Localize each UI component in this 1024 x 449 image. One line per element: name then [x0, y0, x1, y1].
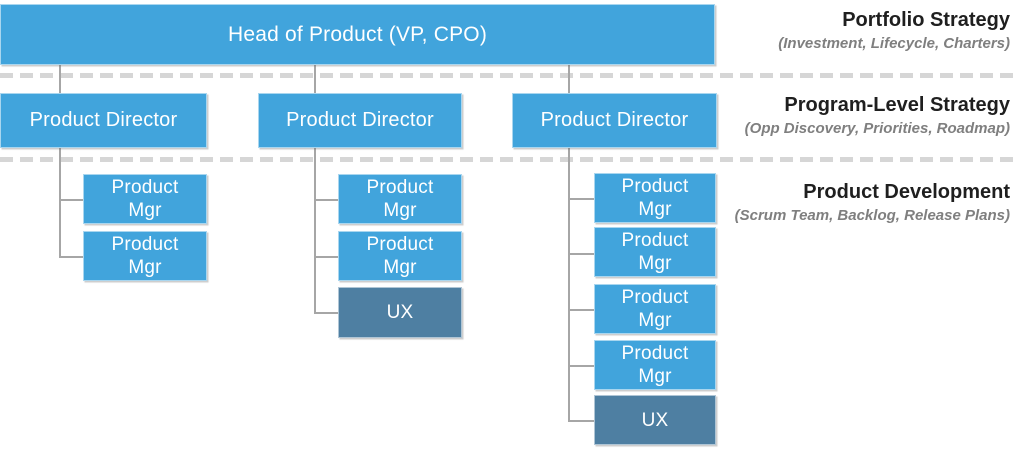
product-mgr-label: Product Mgr: [111, 177, 179, 221]
connector-stub: [568, 253, 594, 255]
org-node-product-mgr: Product Mgr: [594, 173, 716, 223]
connector-rail-3: [568, 65, 570, 421]
org-node-ux: UX: [594, 395, 716, 445]
director-3-label: Product Director: [540, 109, 689, 131]
product-mgr-label: Product Mgr: [366, 234, 434, 278]
connector-stub: [314, 199, 338, 201]
org-node-ux: UX: [338, 287, 462, 338]
director-1-label: Product Director: [29, 109, 178, 131]
director-2-label: Product Director: [286, 109, 434, 131]
org-node-product-mgr: Product Mgr: [83, 231, 207, 281]
product-mgr-label: Product Mgr: [111, 234, 179, 278]
annotation-program-level-strategy: Program-Level Strategy (Opp Discovery, P…: [745, 94, 1010, 137]
org-node-director-1: Product Director: [0, 93, 207, 148]
connector-stub: [59, 256, 83, 258]
org-node-product-mgr: Product Mgr: [338, 174, 462, 224]
connector-stub: [314, 256, 338, 258]
annotation-subtitle: (Opp Discovery, Priorities, Roadmap): [744, 120, 1010, 137]
connector-stub: [314, 312, 338, 314]
annotation-product-development: Product Development (Scrum Team, Backlog…: [735, 181, 1010, 224]
annotation-title: Portfolio Strategy: [842, 9, 1010, 31]
org-node-product-mgr: Product Mgr: [83, 174, 207, 224]
divider-dashed-line-2: [0, 157, 1016, 162]
org-node-product-mgr: Product Mgr: [594, 227, 716, 277]
product-mgr-label: Product Mgr: [621, 176, 689, 220]
connector-stub: [568, 198, 594, 200]
org-node-product-mgr: Product Mgr: [338, 231, 462, 281]
connector-stub: [59, 199, 83, 201]
connector-stub: [568, 420, 594, 422]
product-mgr-label: Product Mgr: [621, 287, 689, 331]
annotation-title: Product Development: [803, 181, 1010, 203]
org-node-director-2: Product Director: [258, 93, 462, 148]
annotation-subtitle: (Investment, Lifecycle, Charters): [778, 35, 1010, 52]
org-node-director-3: Product Director: [512, 93, 717, 148]
connector-stub: [568, 309, 594, 311]
product-mgr-label: Product Mgr: [621, 230, 689, 274]
annotation-portfolio-strategy: Portfolio Strategy (Investment, Lifecycl…: [778, 9, 1010, 52]
connector-rail-2: [314, 65, 316, 313]
annotation-subtitle: (Scrum Team, Backlog, Release Plans): [734, 207, 1010, 224]
ux-label: UX: [641, 409, 669, 431]
product-mgr-label: Product Mgr: [366, 177, 434, 221]
annotation-title: Program-Level Strategy: [784, 94, 1010, 116]
divider-dashed-line-1: [0, 73, 1016, 78]
head-of-product-label: Head of Product (VP, CPO): [227, 22, 488, 46]
org-node-product-mgr: Product Mgr: [594, 340, 716, 390]
connector-rail-1: [59, 65, 61, 257]
ux-label: UX: [386, 302, 414, 323]
connector-stub: [568, 365, 594, 367]
product-mgr-label: Product Mgr: [621, 343, 689, 387]
org-node-product-mgr: Product Mgr: [594, 284, 716, 334]
org-node-head-of-product: Head of Product (VP, CPO): [0, 4, 715, 65]
